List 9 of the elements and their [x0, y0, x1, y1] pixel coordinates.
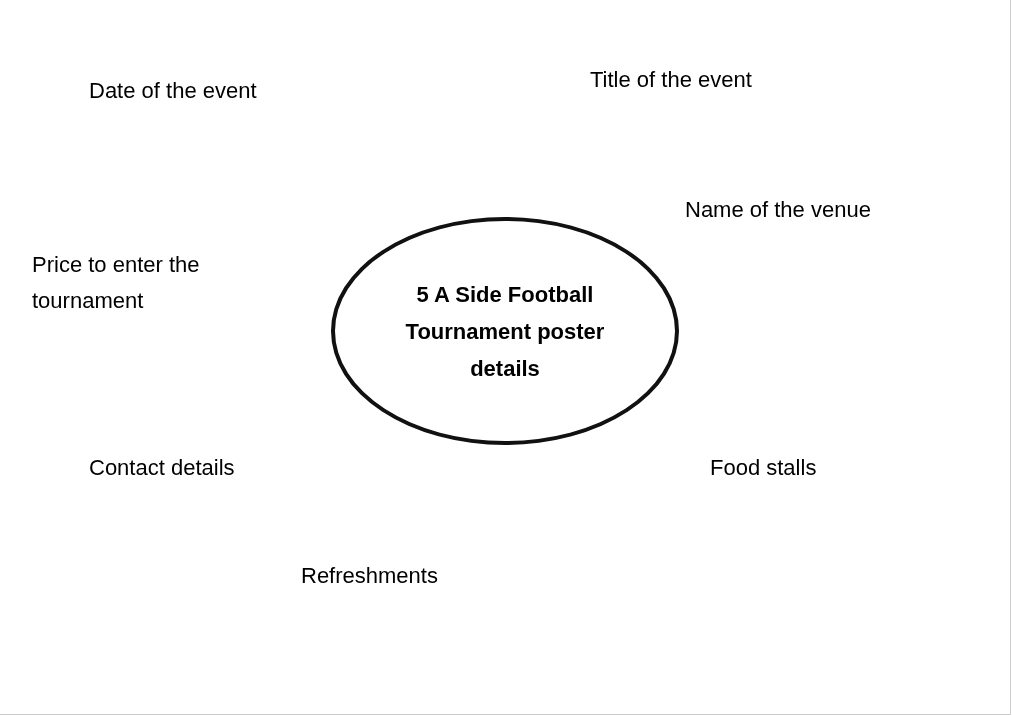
- label-text: Date of the event: [89, 77, 257, 105]
- ellipse-node: [331, 217, 679, 445]
- label-text: Refreshments: [301, 562, 438, 590]
- node-text: 5 A Side Football Tournament poster details: [404, 280, 606, 383]
- label-text: Price to enter the tournament: [32, 251, 201, 315]
- label-text: Food stalls: [710, 454, 817, 482]
- label-text: Title of the event: [590, 66, 752, 94]
- label-text: Name of the venue: [685, 196, 871, 224]
- label-text: Contact details: [89, 454, 235, 482]
